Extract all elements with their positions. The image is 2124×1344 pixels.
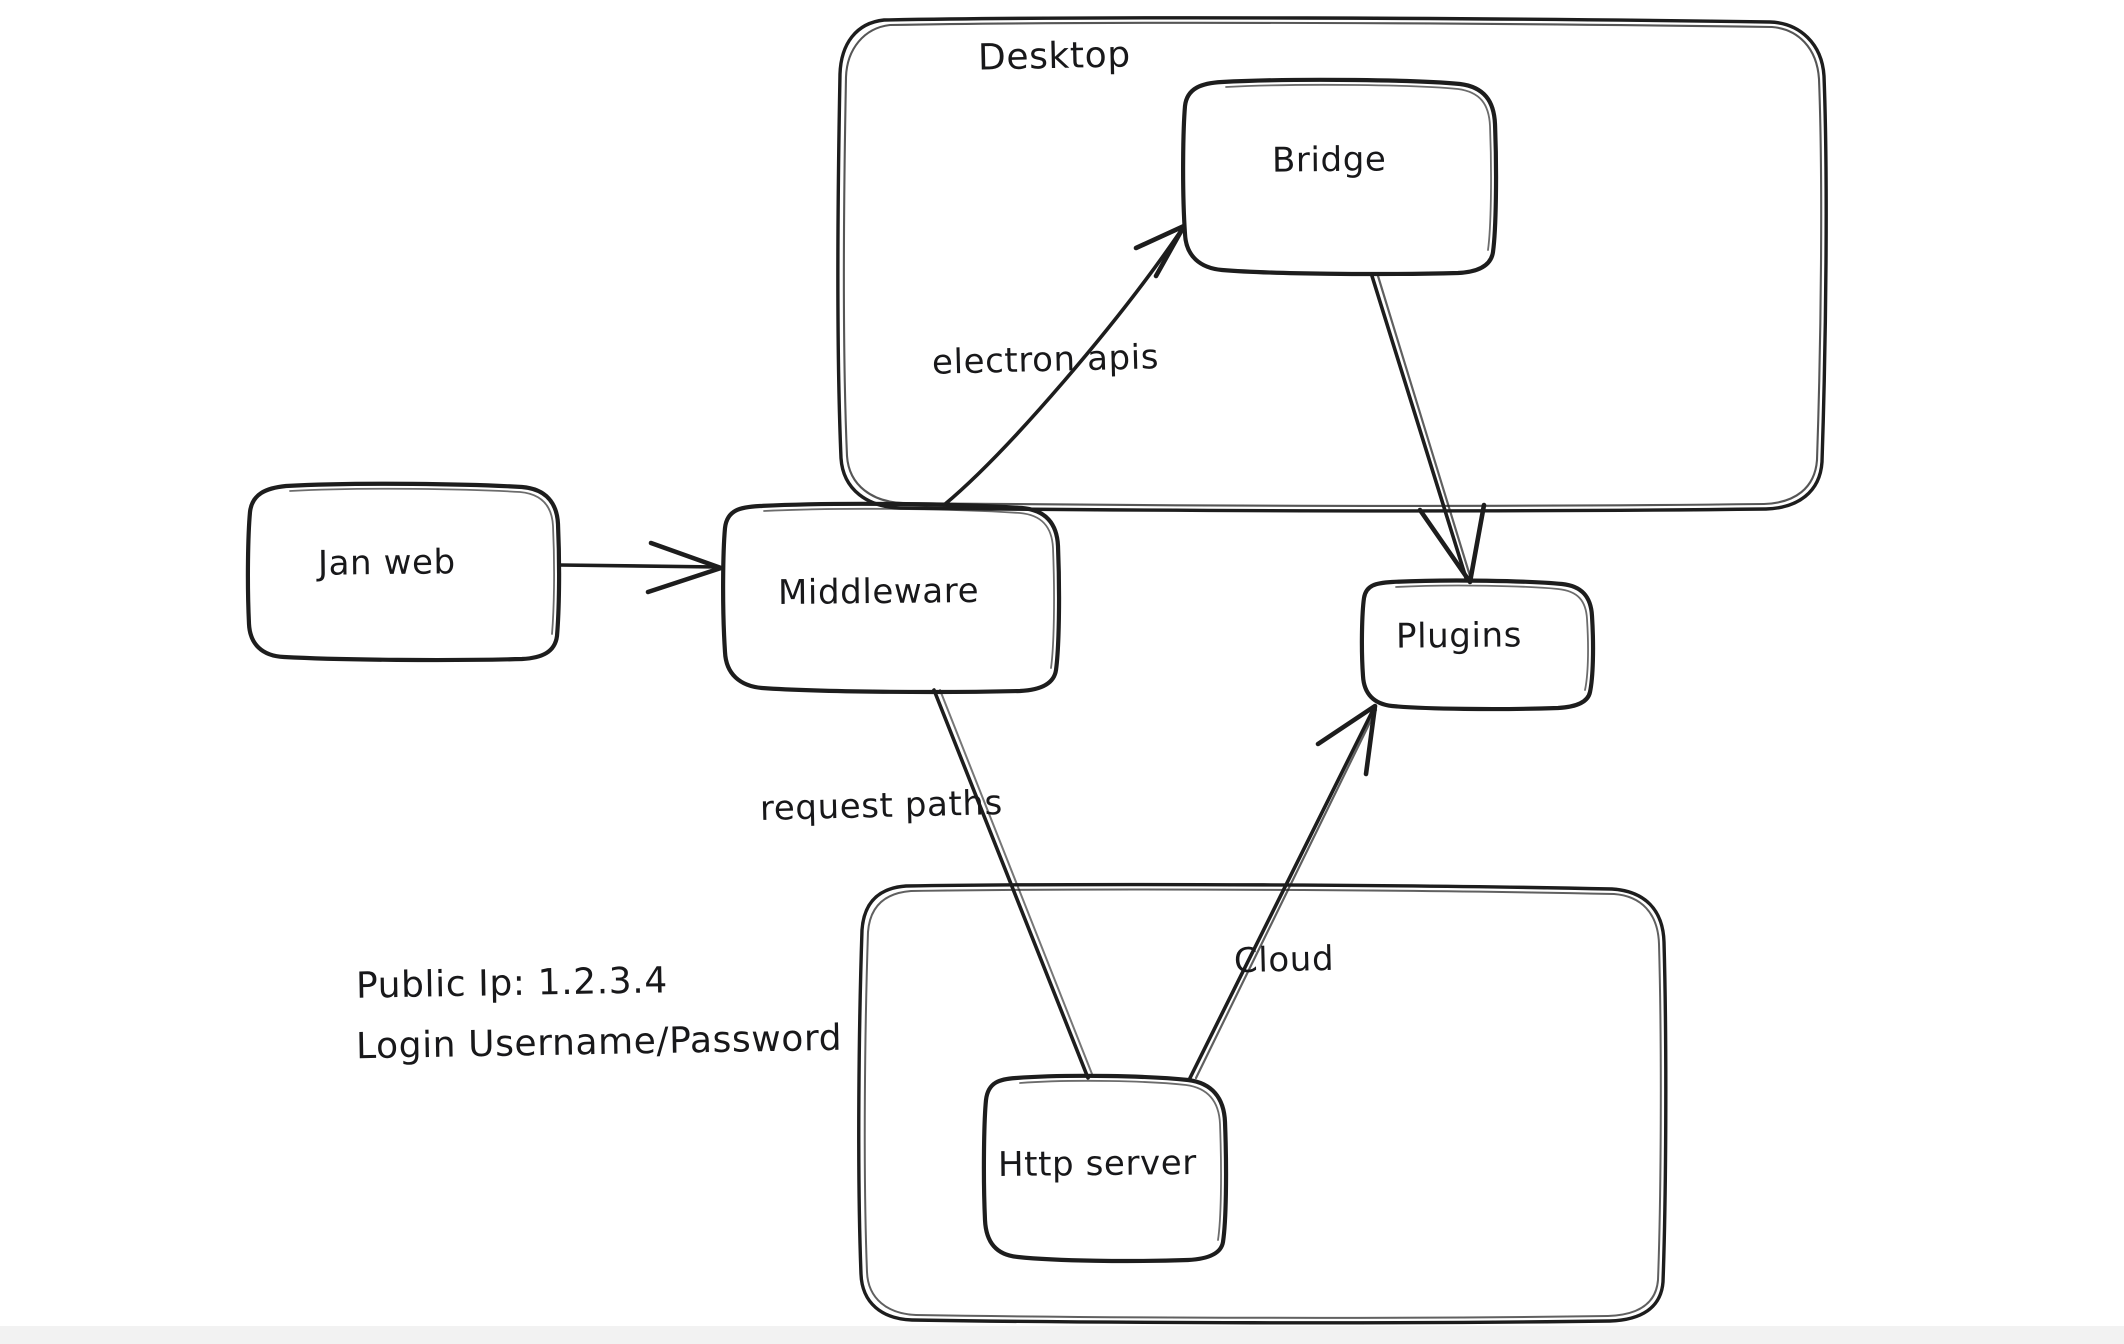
container-desktop-outline <box>836 16 1828 513</box>
node-label-middleware: Middleware <box>777 570 980 614</box>
bottom-edge-strip <box>0 1326 2124 1344</box>
node-middleware-outline <box>721 501 1062 695</box>
node-label-jan-web: Jan web <box>317 542 456 584</box>
note-login: Login Username/Password <box>355 1017 843 1068</box>
node-jan-web-outline <box>245 481 562 663</box>
edge-http-to-plugins <box>1188 703 1378 1080</box>
node-label-http-server: Http server <box>997 1142 1198 1186</box>
node-label-bridge: Bridge <box>1271 139 1387 181</box>
edge-janweb-to-middleware <box>557 540 724 595</box>
node-label-plugins: Plugins <box>1395 615 1523 657</box>
note-public-ip: Public Ip: 1.2.3.4 <box>355 960 669 1007</box>
node-http-server-outline <box>981 1073 1229 1264</box>
edge-middleware-to-http <box>932 688 1093 1080</box>
node-plugins-outline <box>1359 578 1596 712</box>
edge-bridge-to-plugins <box>1370 274 1487 585</box>
container-label-desktop: Desktop <box>977 34 1132 79</box>
container-cloud-outline <box>857 882 1668 1325</box>
node-bridge-outline <box>1181 77 1499 277</box>
edge-label-request-paths: request paths <box>759 783 1004 829</box>
edge-middleware-to-bridge <box>942 223 1187 507</box>
edge-label-cloud: Cloud <box>1233 938 1335 982</box>
edge-label-electron-apis: electron apis <box>931 337 1160 383</box>
